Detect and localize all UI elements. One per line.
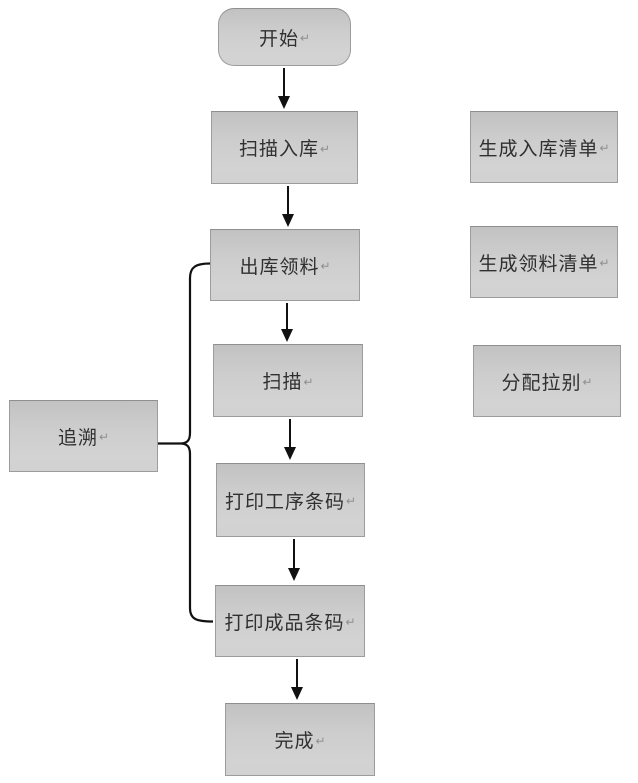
- arrow-scan-to-print-process: [284, 419, 296, 460]
- paragraph-mark: ↵: [299, 31, 311, 45]
- node-print-process-barcode-label: 打印工序条码: [224, 491, 345, 513]
- paragraph-mark: ↵: [345, 494, 357, 508]
- arrow-scan-inbound-to-outbound-picking: [282, 186, 294, 227]
- arrow-start-to-scan-inbound: [278, 68, 290, 109]
- node-scan-inbound-label: 扫描入库: [238, 139, 319, 160]
- paragraph-mark: ↵: [345, 615, 356, 629]
- node-scan-label: 扫描: [262, 372, 303, 393]
- node-print-finished-barcode: 打印成品条码↵: [215, 585, 365, 657]
- node-start: 开始↵: [218, 8, 351, 66]
- paragraph-mark: ↵: [582, 375, 593, 389]
- paragraph-mark: ↵: [320, 259, 331, 273]
- node-start-label: 开始: [258, 28, 299, 50]
- paragraph-mark: ↵: [303, 374, 314, 389]
- paragraph-mark: ↵: [599, 141, 610, 155]
- arrow-print-process-to-print-product: [288, 539, 300, 581]
- node-generate-picking-list: 生成领料清单↵: [470, 226, 618, 298]
- node-generate-inbound-list: 生成入库清单↵: [470, 111, 618, 183]
- node-trace: 追溯↵: [9, 400, 158, 472]
- node-outbound-picking: 出库领料↵: [210, 229, 360, 301]
- node-finish-label: 完成: [274, 731, 315, 752]
- arrow-outbound-picking-to-scan: [281, 303, 293, 342]
- node-print-finished-barcode-label: 打印成品条码: [224, 612, 345, 634]
- node-scan: 扫描↵: [213, 344, 363, 417]
- arrow-print-product-to-finish: [291, 659, 303, 700]
- node-finish: 完成↵: [225, 703, 375, 776]
- node-outbound-picking-label: 出库领料: [239, 256, 320, 278]
- node-trace-label: 追溯: [57, 427, 98, 449]
- paragraph-mark: ↵: [319, 141, 331, 156]
- paragraph-mark: ↵: [315, 733, 326, 748]
- node-print-process-barcode: 打印工序条码↵: [216, 463, 365, 537]
- node-generate-picking-list-label: 生成领料清单: [478, 253, 599, 275]
- paragraph-mark: ↵: [599, 256, 610, 270]
- trace-brace: [158, 262, 214, 623]
- paragraph-mark: ↵: [98, 430, 110, 444]
- node-generate-inbound-list-label: 生成入库清单: [478, 138, 599, 160]
- node-assign-line-label: 分配拉别: [501, 372, 582, 394]
- node-assign-line: 分配拉别↵: [473, 345, 621, 417]
- node-scan-inbound: 扫描入库↵: [211, 111, 358, 184]
